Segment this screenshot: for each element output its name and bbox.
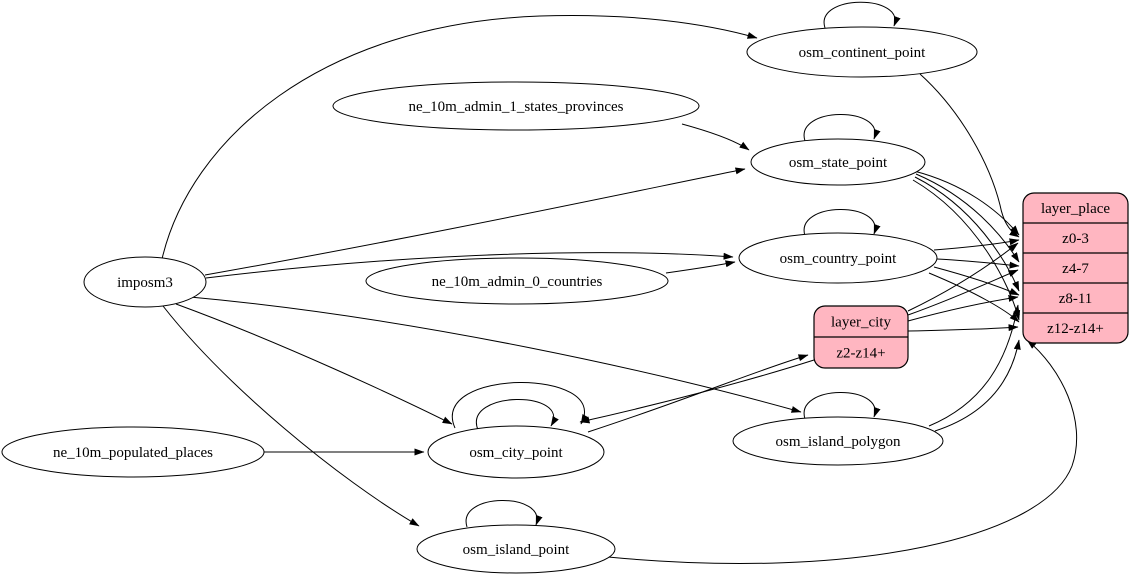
record-row-layer_city-layer_city: layer_city — [831, 315, 891, 331]
edge-layer_city-to-osm_city_point — [579, 359, 815, 424]
node-imposm3: imposm3 — [83, 256, 207, 308]
node-osm_continent_point: osm_continent_point — [746, 26, 978, 78]
node-shape-imposm3 — [83, 256, 207, 308]
node-label-osm_island_point: osm_island_point — [463, 542, 571, 558]
record-row-layer_place-z8-11: z8-11 — [1059, 291, 1093, 307]
record-layer_place: layer_place z0-3 z4-7 z8-11 z12-z14+ — [1022, 192, 1129, 344]
node-shape-osm_city_point — [427, 425, 605, 479]
node-label-osm_island_polygon: osm_island_polygon — [775, 434, 901, 450]
edge-osm_island_polygon-to-layer_place_z8-11 — [928, 304, 1020, 427]
node-osm_city_point: osm_city_point — [427, 425, 605, 479]
edge-osm_country_point-to-layer_place_z0-3 — [933, 238, 1020, 251]
self-loop-osm_island_polygon — [803, 392, 881, 420]
edge-imposm3-to-osm_island_point — [162, 305, 420, 527]
edge-osm_country_point-to-layer_place_z4-7 — [936, 258, 1020, 269]
edge-osm_state_point-to-layer_place_z8-11 — [914, 176, 1020, 292]
node-shape-ne_10m_populated_places — [1, 426, 265, 478]
edge-osm_continent_point-to-layer_place_z0-3 — [919, 73, 1020, 238]
edge-layer_city-to-layer_place_z8-11 — [907, 294, 1019, 322]
edge-osm_island_polygon-to-layer_place_z12-z14+ — [934, 339, 1021, 432]
edge-osm_state_point-to-layer_place_z0-3 — [913, 170, 1020, 236]
self-loop-osm_island_point — [465, 500, 543, 528]
node-label-osm_continent_point: osm_continent_point — [799, 45, 926, 61]
node-osm_country_point: osm_country_point — [738, 232, 938, 284]
edge-layer_city-to-layer_place_z12-z14+ — [907, 324, 1019, 332]
edge-osm_country_point-to-layer_place_z8-11 — [933, 266, 1020, 296]
self-loop-osm_state_point — [803, 114, 881, 142]
node-label-osm_state_point: osm_state_point — [789, 155, 888, 171]
edge-imposm3-to-osm_city_point — [175, 303, 453, 425]
node-label-ne_10m_populated_places: ne_10m_populated_places — [53, 445, 213, 461]
node-ne_10m_populated_places: ne_10m_populated_places — [1, 426, 265, 478]
self-loop-osm_country_point — [803, 209, 881, 237]
node-label-ne_10m_admin_0_countries: ne_10m_admin_0_countries — [432, 274, 603, 290]
node-ne_10m_admin_0_countries: ne_10m_admin_0_countries — [365, 257, 669, 305]
edge-ne_10m_admin_0_countries-to-osm_country_point — [665, 260, 736, 274]
node-osm_island_point: osm_island_point — [416, 524, 616, 574]
record-row-layer_city-z2-z14+: z2-z14+ — [836, 346, 885, 362]
self-loop-osm_continent_point — [823, 1, 901, 29]
record-row-layer_place-layer_place: layer_place — [1041, 201, 1110, 217]
self-loop-osm_city_point-outer — [451, 382, 589, 429]
node-label-ne_10m_admin_1_states_provinces: ne_10m_admin_1_states_provinces — [409, 99, 624, 115]
node-shape-osm_country_point — [738, 232, 938, 284]
node-shape-osm_state_point — [750, 138, 926, 186]
nodes-layer: imposm3 ne_10m_admin_1_states_provincesne… — [1, 26, 1129, 574]
edge-imposm3-to-osm_continent_point — [161, 14, 758, 260]
record-row-layer_place-z12-z14+: z12-z14+ — [1047, 321, 1104, 337]
node-shape-ne_10m_admin_0_countries — [365, 257, 669, 305]
record-shape-layer_place — [1022, 192, 1129, 344]
node-label-osm_country_point: osm_country_point — [780, 251, 897, 267]
edge-layer_city-to-layer_place_z0-3 — [907, 242, 1019, 312]
edge-osm_city_point-to-layer_city — [587, 354, 809, 433]
node-shape-ne_10m_admin_1_states_provinces — [332, 81, 700, 131]
edge-osm_country_point-to-layer_place_z12-z14+ — [928, 272, 1020, 323]
node-label-osm_city_point: osm_city_point — [469, 445, 563, 461]
record-row-layer_place-z4-7: z4-7 — [1062, 261, 1089, 277]
node-label-imposm3: imposm3 — [117, 275, 173, 291]
node-osm_state_point: osm_state_point — [750, 138, 926, 186]
node-ne_10m_admin_1_states_provinces: ne_10m_admin_1_states_provinces — [332, 81, 700, 131]
node-shape-osm_continent_point — [746, 26, 978, 78]
edge-imposm3-to-osm_island_polygon — [189, 296, 802, 413]
edge-imposm3-to-osm_country_point — [205, 252, 734, 279]
node-osm_island_polygon: osm_island_polygon — [732, 416, 944, 466]
edge-ne_10m_admin_1_states_provinces-to-osm_state_point — [681, 123, 750, 151]
edge-osm_state_point-to-layer_place_z4-7 — [915, 173, 1020, 263]
record-row-layer_place-z0-3: z0-3 — [1062, 231, 1089, 247]
edge-layer_city-to-layer_place_z4-7 — [907, 269, 1019, 316]
node-shape-osm_island_polygon — [732, 416, 944, 466]
edge-osm_island_point-to-layer_place_z12-z14+ — [607, 339, 1078, 564]
self-loop-osm_city_point-inner — [475, 399, 559, 431]
record-layer_city: layer_city z2-z14+ — [813, 305, 909, 369]
edges-layer — [161, 1, 1078, 564]
edge-imposm3-to-osm_state_point — [204, 167, 746, 276]
node-shape-osm_island_point — [416, 524, 616, 574]
